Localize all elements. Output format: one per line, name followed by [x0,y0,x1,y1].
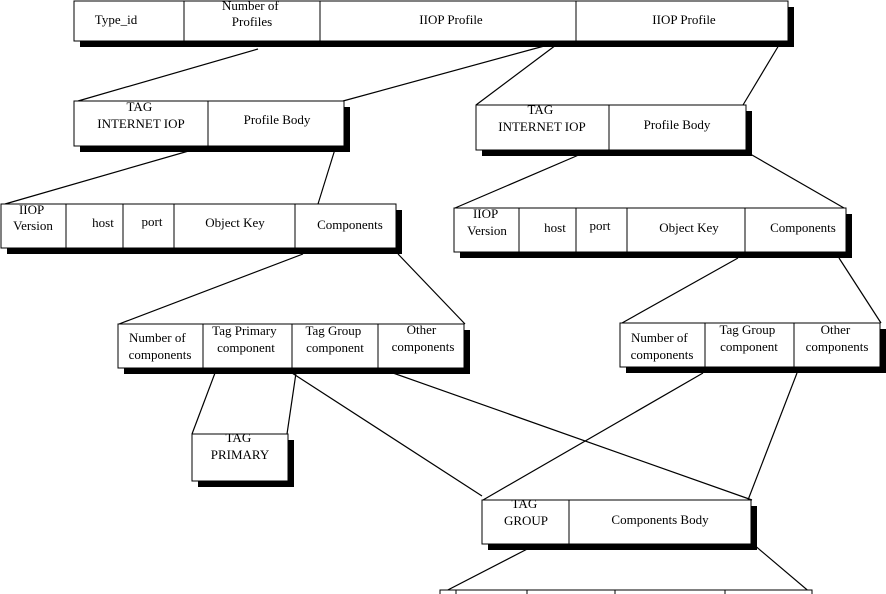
connector [742,44,780,106]
connector [342,44,549,102]
iiop-version-label: IIOP Version [467,206,507,238]
object-key-label: Object Key [659,220,719,235]
connector [118,253,304,325]
type-id-label: Type_id [95,12,138,27]
port-label: port [590,218,611,233]
other-components-label: Other components [392,322,455,354]
components-record-right: Number of components Tag Group component… [619,322,886,373]
component-body-record-partial [439,589,813,594]
connector [439,543,538,594]
profile-body-record-right: IIOP Version host port Object Key Compon… [453,206,852,258]
num-profiles-line1: Number of [222,0,279,13]
components-label: Components [770,220,836,235]
connector [747,372,798,501]
profile-record-right: TAG INTERNET IOP Profile Body [475,102,752,156]
connector [392,372,753,501]
num-profiles-line2: Profiles [232,14,272,29]
tag-primary-component-label: Tag Primary component [212,323,280,355]
connector-lines [4,44,882,594]
num-profiles-label: Number of Profiles [222,0,282,29]
iiop-profile-label-2: IIOP Profile [652,12,716,27]
connector [77,48,259,102]
connector [4,145,207,205]
connector [621,257,739,324]
number-of-components-label: Number of components [129,330,192,362]
tag-primary-label: TAG PRIMARY [211,430,270,462]
iiop-version-label: IIOP Version [13,202,53,233]
profile-body-label: Profile Body [244,112,311,127]
number-of-components-label: Number of components [631,330,694,362]
tag-group-record: TAG GROUP Components Body [481,496,757,550]
connector [475,44,557,106]
components-label: Components [317,217,383,232]
connector [286,372,297,435]
components-record-left: Number of components Tag Primary compone… [117,322,470,374]
host-label: host [92,215,114,230]
tag-group-component-label: Tag Group component [719,322,778,354]
tag-internet-iop-label: TAG INTERNET IOP [498,102,586,134]
port-label: port [142,214,163,229]
profile-body-record-left: IIOP Version host port Object Key Compon… [0,202,402,254]
profile-record-left: TAG INTERNET IOP Profile Body [73,99,350,152]
connector [397,253,466,325]
iiop-profile-label-1: IIOP Profile [419,12,483,27]
profile-body-label: Profile Body [644,117,711,132]
connector [838,257,882,324]
tag-group-label: TAG GROUP [504,496,548,528]
host-label: host [544,220,566,235]
object-key-label: Object Key [205,215,265,230]
connector [317,145,337,205]
components-body-label: Components Body [611,512,709,527]
connector [752,543,813,594]
ior-record: Type_id Number of Profiles IIOP Profile … [73,0,794,47]
connector [744,150,845,209]
connector [482,372,704,501]
other-components-label: Other components [806,322,869,354]
tag-internet-iop-label: TAG INTERNET IOP [97,99,185,131]
tag-primary-record: TAG PRIMARY [191,430,294,487]
connector [454,150,589,209]
connector [291,372,483,497]
connector [191,372,216,435]
tag-group-component-label: Tag Group component [305,323,364,355]
